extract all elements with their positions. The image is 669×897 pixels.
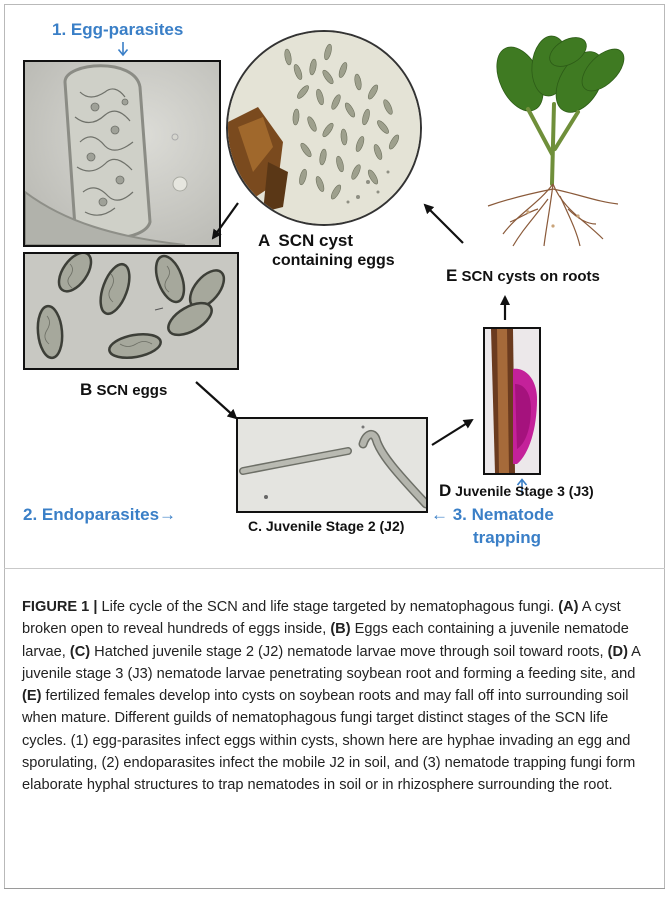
label-b: B SCN eggs	[80, 380, 167, 400]
label-c: C. Juvenile Stage 2 (J2)	[248, 518, 404, 534]
caption-ref-b: (B)	[330, 621, 350, 637]
label-e: E SCN cysts on roots	[446, 266, 600, 286]
arrow-e-to-a	[425, 205, 463, 243]
label-e-text: SCN cysts on roots	[462, 268, 600, 285]
label-b-letter: B	[80, 380, 92, 399]
caption-intro: Life cycle of the SCN and life stage tar…	[97, 599, 558, 615]
label-e-letter: E	[446, 266, 457, 285]
caption-ref-d: (D)	[608, 644, 628, 660]
figure-caption: FIGURE 1 | Life cycle of the SCN and lif…	[22, 596, 647, 797]
endoparasites-label: 2. Endoparasites→	[23, 505, 176, 525]
label-d-text: Juvenile Stage 3 (J3)	[455, 483, 594, 499]
caption-ref-c: (C)	[70, 644, 90, 660]
caption-ref-e: (E)	[22, 688, 41, 704]
arrow-a-to-b	[213, 203, 238, 238]
label-a-line1: SCN cyst	[278, 231, 353, 250]
label-a: A SCN cyst	[258, 230, 353, 252]
nematode-trapping-label-line2: trapping	[473, 528, 541, 548]
caption-text-e: fertilized females develop into cysts on…	[22, 688, 635, 793]
caption-text-c: Hatched juvenile stage 2 (J2) nematode l…	[90, 644, 608, 660]
label-a-letter: A	[258, 231, 270, 250]
arrow-b-to-c	[196, 382, 236, 418]
nematode-trapping-label: ← 3. Nematode	[431, 505, 554, 525]
label-a-line2: containing eggs	[272, 252, 395, 270]
label-d-letter: D	[439, 481, 451, 500]
caption-ref-a: (A)	[558, 599, 578, 615]
label-d: D Juvenile Stage 3 (J3)	[439, 481, 594, 501]
bottom-rule	[4, 888, 665, 889]
label-b-text: SCN eggs	[96, 382, 167, 399]
figure-label: FIGURE 1 |	[22, 599, 97, 615]
arrow-c-to-d	[432, 420, 472, 445]
caption-divider	[4, 568, 665, 569]
